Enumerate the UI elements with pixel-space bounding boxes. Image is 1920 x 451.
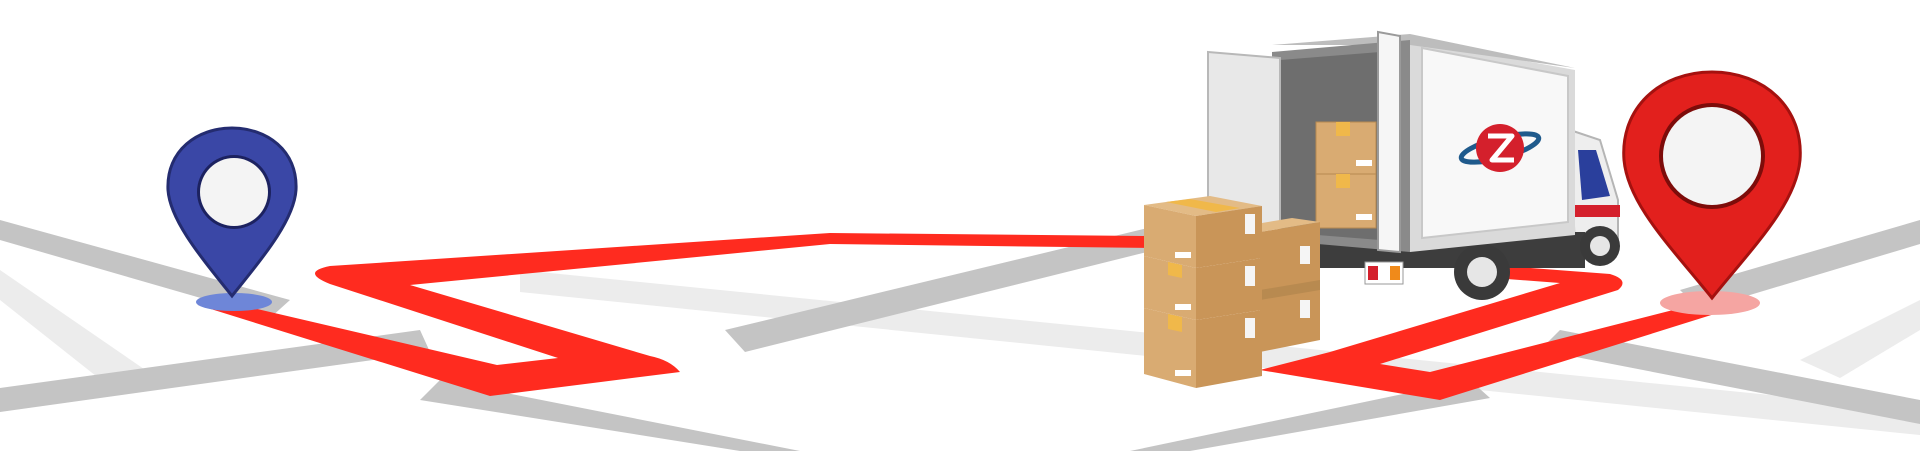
road-light-3 [1800,300,1920,378]
delivery-route [198,233,1740,400]
road-light-2 [0,270,160,395]
road-dark-right-top [1680,220,1920,310]
box-stack [1144,196,1320,388]
truck-right-door [1377,30,1401,254]
road-dark-left-top [0,220,290,318]
cardboard-box-icon [1144,308,1262,388]
brand-logo-icon [1458,124,1542,172]
road-dark-center [725,225,1175,352]
truck-bumper-light [1575,205,1620,217]
end-location-pin-icon [1622,70,1802,315]
truck-windshield [1578,150,1610,200]
road-dark-right-bottom [1540,330,1920,424]
start-location-pin-icon [166,126,298,311]
road-dark-bottom-right [1130,380,1490,451]
cardboard-box-icon [1144,256,1262,320]
route-left-segment [198,233,1150,396]
route-right-segment [1260,265,1740,400]
cardboard-box-icon [1144,196,1262,268]
delivery-truck-icon [1207,30,1620,300]
truck-roof [1272,34,1575,68]
road-dark-left-bottom [0,330,430,412]
road-dark-bottom-center [420,380,800,451]
